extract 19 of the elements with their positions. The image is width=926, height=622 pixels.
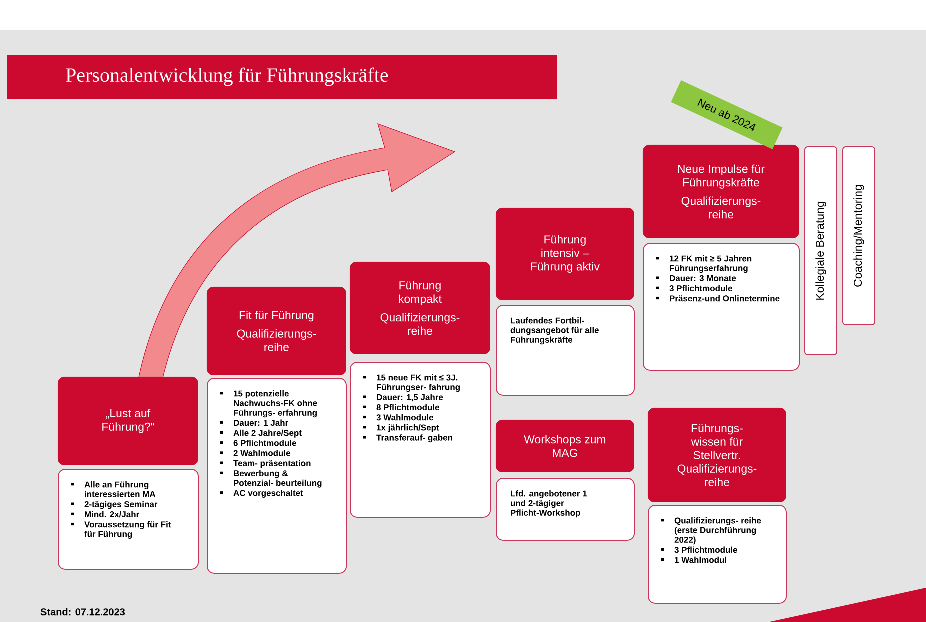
new-ribbon: Neu ab 2024 <box>671 80 783 150</box>
program-detail-box: Lfd. angebotener 1 und 2-tägiger Pflicht-Workshop <box>496 478 635 541</box>
program-detail-box: 12 FK mit ≥ 5 Jahren Führungserfahrung Dauer: 3 Monate 3 Pflichtmodule Präsenz-und Onlinetermine <box>643 243 800 371</box>
program-detail-box: Alle an Führung interessierten MA 2-tägiges Seminar Mind. 2x/Jahr Voraussetzung für Fit für Führung <box>58 469 199 570</box>
vertical-offer-box: Coaching/Mentoring <box>842 146 876 326</box>
date-note: Stand: 07.12.2023 <box>40 608 126 616</box>
title: Personalentwicklung für Führungskräfte <box>66 68 388 86</box>
program-header-box: Neue Impulse für Führungskräfte Qualifizierungs- reihe <box>643 145 800 238</box>
program-detail-box: Laufendes Fortbil- dungsangebot für alle Führungskräfte <box>496 305 635 396</box>
program-header-box: Workshops zum MAG <box>496 420 634 472</box>
program-detail-box: 15 potenzielle Nachwuchs-FK ohne Führungs- erfahrung Dauer: 1 Jahr Alle 2 Jahre/Sept 6 Pflichtmodule 2 Wahlmodule Team- präsentation Bewerbung & Potenzial- beurteilung AC vorgeschaltet <box>207 378 347 574</box>
program-header-box: Fit für Führung Qualifizierungs- reihe <box>207 287 346 376</box>
program-detail-box: Qualifizierungs- reihe (erste Durchführung 2022) 3 Pflichtmodule 1 Wahlmodul <box>648 505 787 604</box>
program-header-box: Führung kompakt Qualifizierungs- reihe <box>350 262 490 354</box>
program-detail-box: 15 neue FK mit ≤ 3J. Führungser- fahrung Dauer: 1,5 Jahre 8 Pflichtmodule 3 Wahlmodule 1x jährlich/Sept Transferauf- gaben <box>350 362 491 518</box>
program-header-box: Führungs- wissen für Stellvertr. Qualifizierungs- reihe <box>648 408 786 502</box>
program-header-box: „Lust auf Führung?“ <box>58 377 198 466</box>
vertical-offer-box: Kollegiale Beratung <box>804 146 838 356</box>
program-header-box: Führung intensiv – Führung aktiv <box>496 208 634 300</box>
